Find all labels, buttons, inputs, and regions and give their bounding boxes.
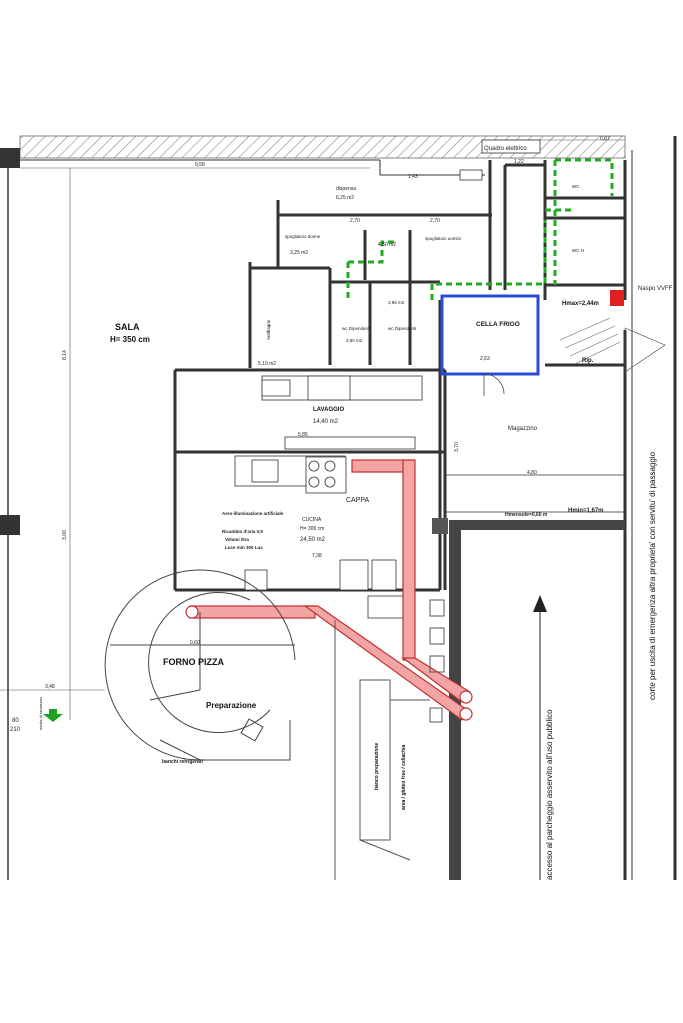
label-dispensa-area: 6,25 m2: [336, 195, 354, 201]
label-spog-donne-area: 3,25 m2: [290, 250, 308, 256]
label-lux: Luce min 300 Lux: [225, 545, 263, 550]
label-wc-h2: WC H: [572, 248, 584, 253]
dim-143: 1,43: [408, 174, 418, 180]
label-area-gluten: area / gluten free / celiachia: [401, 744, 407, 810]
label-naspo: Naspo VVFF: [638, 286, 673, 292]
label-antibagno-area: 5,10 m2: [258, 361, 276, 367]
dim-585: 5,85: [298, 432, 308, 438]
entry-ramp: [559, 317, 666, 373]
naspo-box: [610, 290, 624, 306]
label-accesso: accesso al parcheggio asservito all'uso …: [545, 709, 554, 880]
dim-270a: 2,70: [350, 218, 360, 224]
label-rip: Rip.: [582, 358, 594, 364]
dim-370: 3,70: [454, 442, 460, 452]
label-cucina-area: 24,50 m2: [300, 537, 326, 543]
label-cella-frigo: CELLA FRIGO: [476, 321, 520, 328]
dim-480: 4,80: [527, 470, 537, 476]
dim-210: 210: [10, 727, 21, 733]
label-corte: corte per uscita di emergenza altra prop…: [648, 451, 657, 700]
label-aero: Aero-illuminazione artificiale: [222, 511, 284, 516]
label-wc-dip2: 3,95 m2: [388, 300, 405, 305]
dim-348: 3,48: [45, 684, 55, 690]
label-spog-uomini: spogliatoio uomini: [425, 236, 461, 241]
dim-80: 80: [12, 718, 19, 724]
right-walls: [445, 330, 627, 880]
label-hmax: Hmax=2,44m: [562, 301, 599, 307]
label-vol: Volumi /0ra: [225, 537, 249, 542]
label-area-450: 4,50 m2: [378, 242, 396, 248]
extraction-ducts: [185, 459, 473, 721]
dim-738: 7,38: [312, 553, 322, 559]
quadro-elettrico: [459, 139, 541, 181]
label-ricambio: Ricambio d'aria 0,5: [222, 529, 263, 534]
evacuation-path: [346, 158, 614, 300]
label-sala: SALA: [115, 322, 140, 332]
label-hmin: Hmin=1,67m: [568, 508, 604, 514]
cella-frigo-box: [440, 294, 540, 376]
label-preparazione: Preparazione: [206, 701, 257, 710]
label-wc-dip2-name: wc Dipendenti: [388, 326, 416, 331]
central-thick-wall-top: [449, 520, 625, 530]
label-wc-dip1-area: 3,80 m2: [346, 338, 363, 343]
access-arrow: [533, 595, 547, 880]
label-hmensole: Hmensole=0,60 m: [505, 512, 548, 518]
boundary-wall: [0, 135, 626, 535]
label-magazzino: Magazzino: [508, 426, 538, 432]
dim-122: 1,22: [514, 159, 524, 165]
dim-263: 2,63: [480, 356, 490, 362]
label-lavaggio-area: 14,40 m2: [313, 419, 339, 425]
label-cappa: CAPPA: [346, 497, 370, 504]
label-uscita: uscita di sicurezza: [38, 697, 43, 730]
wall-block: [432, 518, 448, 534]
cella-door: [483, 373, 505, 396]
label-banco-prep: banco preparazione: [374, 743, 380, 790]
forno-pizza: [104, 569, 296, 761]
dim-814: 8,14: [62, 350, 68, 360]
dim-270b: 2,70: [430, 218, 440, 224]
label-spog-donne: spogliatoio donne: [285, 234, 321, 239]
dim-087: 0,87: [600, 136, 610, 142]
label-lavaggio: LAVAGGIO: [313, 407, 344, 413]
label-antibagno: Antibagno: [266, 319, 271, 340]
lower-area: [334, 599, 445, 880]
dim-958: 9,58: [195, 162, 205, 168]
label-sala-h: H= 350 cm: [110, 335, 150, 344]
label-cucina-h: H= 300 cm: [300, 526, 324, 532]
label-forno: FORNO PIZZA: [163, 657, 224, 667]
label-cucina: CUCINA: [302, 517, 322, 523]
dim-300: 3,00: [62, 530, 68, 540]
label-wc-h1: WC: [572, 184, 580, 189]
dim-060: 0,60: [190, 640, 200, 646]
label-quadro: Quadro elettrico: [484, 146, 527, 152]
label-dispensa: dispensa: [336, 186, 356, 192]
central-thick-wall: [449, 520, 461, 880]
label-banchi: banchi refrigerati: [162, 759, 203, 765]
exit-arrow: [43, 709, 63, 722]
label-wc-dip1: wc Dipendenti: [342, 326, 370, 331]
lavaggio-equipment: [234, 375, 423, 619]
